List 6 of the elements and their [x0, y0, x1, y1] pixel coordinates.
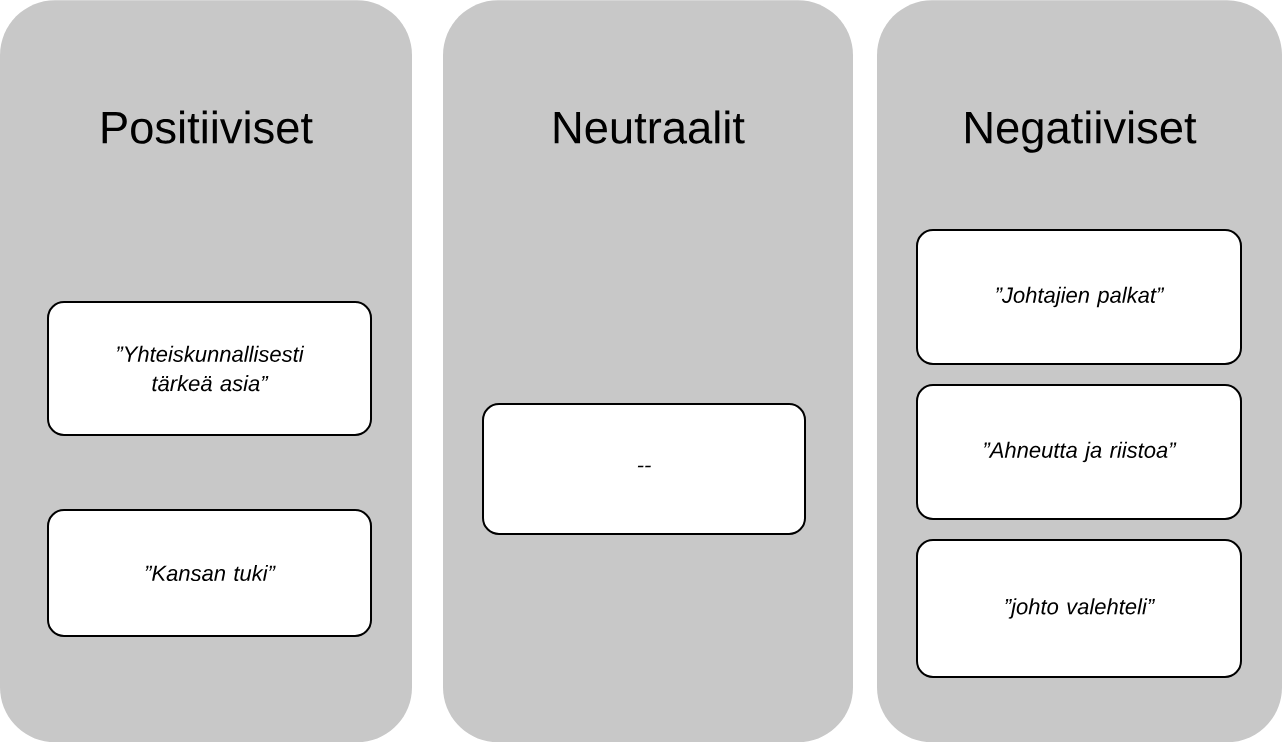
quote-box: ”Johtajien palkat”	[916, 229, 1242, 365]
quote-box: ”johto valehteli”	[916, 539, 1242, 678]
quote-box: ”Ahneutta ja riistoa”	[916, 384, 1242, 520]
quote-box: --	[482, 403, 806, 535]
quote-box: ”Kansan tuki”	[47, 509, 372, 637]
quote-box: ”Yhteiskunnallisesti tärkeä asia”	[47, 301, 372, 436]
